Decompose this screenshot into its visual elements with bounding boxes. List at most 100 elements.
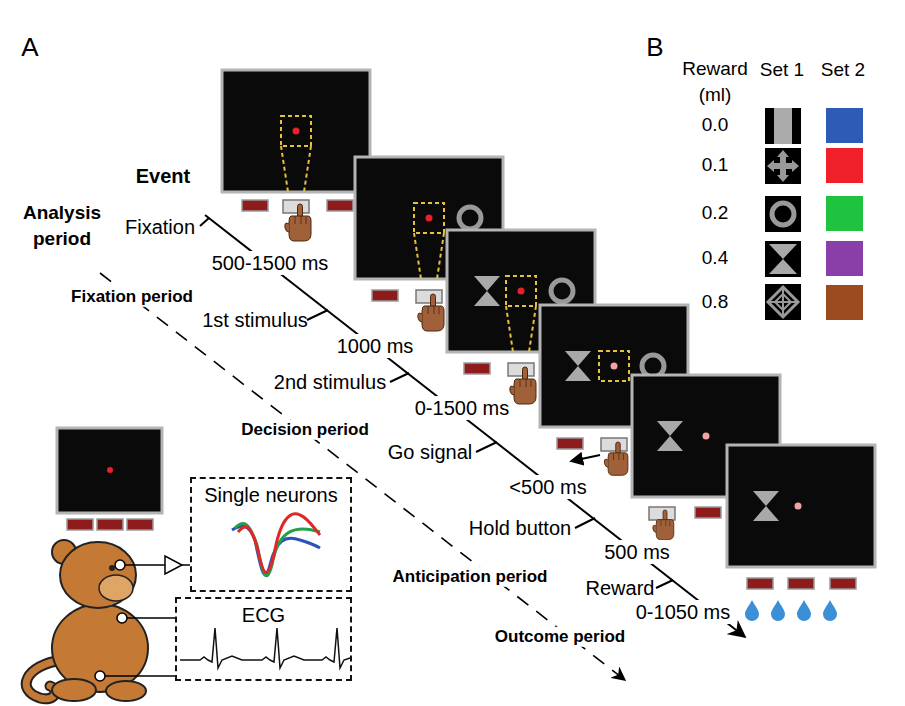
response-buttons [649,507,675,520]
axis-title: Analysis period [15,200,110,251]
response-buttons [653,510,674,540]
duration-label: <500 ms [506,475,589,499]
task-screen [474,276,500,306]
stimulus-icon [768,287,798,317]
period-label: Fixation period [68,287,196,307]
response-buttons [327,200,353,211]
period-label: Outcome period [492,627,628,647]
stimulus-icon [769,244,797,274]
task-screen [703,433,710,440]
task-screen [222,70,370,192]
response-buttons [747,578,856,589]
period-label: Anticipation period [390,567,551,587]
monkey-illustration [127,617,175,619]
task-screen [97,519,123,530]
box-title: Single neurons [192,483,350,507]
response-buttons [695,507,721,518]
color-swatch [826,285,863,320]
stimulus-icon [765,108,801,144]
task-screen [107,467,113,473]
duration-label: 0-1050 ms [633,600,734,624]
response-buttons [830,578,856,589]
column-header: Reward (ml) [678,56,753,107]
task-screen [414,203,444,233]
monkey-illustration [165,556,182,574]
spike-waveforms [238,514,320,573]
column-header: Set 2 [821,59,865,82]
ecg-trace [180,628,350,668]
task-screen [551,280,573,302]
monkey-illustration [106,681,146,701]
event-timeline [200,218,209,226]
task-screen [222,70,370,192]
task-screen [459,207,481,229]
response-buttons [557,438,583,449]
stimulus-icon [765,284,801,320]
stimulus-icon [765,148,801,184]
panel-letter: A [21,32,38,63]
task-screen [727,445,875,567]
stimulus-icon [792,108,801,144]
monkey-illustration [182,564,190,566]
event-timeline [575,518,595,528]
task-screen [529,306,536,352]
water-drops [745,600,759,621]
recording-box: ECG [175,597,352,681]
legend-label: 0.1 [702,154,728,176]
task-screen [281,116,311,146]
response-buttons [283,200,309,213]
event-timeline [307,310,328,320]
axis-title: Event [136,164,190,188]
duration-label: 0-1500 ms [412,396,513,420]
task-screen [518,288,525,295]
task-screen [657,421,683,451]
color-swatch [826,148,863,183]
event-label: 2nd stimulus [274,370,386,394]
response-buttons [242,200,268,211]
ecg-trace [180,628,350,668]
task-screen [795,503,802,510]
task-screen [57,428,162,513]
duration-label: 1000 ms [334,334,417,358]
stimulus-icon [767,150,799,182]
event-label: Fixation [125,215,195,239]
monkey-illustration [95,671,105,681]
task-screen [414,233,421,279]
event-timeline [205,215,745,637]
task-screen [565,351,591,381]
monkey-illustration [115,560,125,570]
task-screen [67,519,93,530]
recording-box: Single neurons [190,477,352,592]
task-screen [57,428,162,530]
duration-label: 500 ms [601,540,673,564]
column-header: Set 1 [760,59,804,82]
event-label: Reward [586,576,655,600]
response-buttons [747,578,773,589]
spike-waveforms [235,523,320,575]
response-buttons [649,507,721,540]
task-screen [753,491,779,521]
stimulus-icon [772,203,794,225]
water-drops [797,600,811,621]
event-timeline [390,373,409,382]
response-buttons [572,455,600,461]
response-buttons [510,367,536,404]
event-timeline [656,580,673,588]
legend-label: 0.8 [702,291,728,313]
monkey-illustration [117,613,127,623]
spike-waveforms [232,514,320,576]
task-screen [506,276,536,306]
legend-label: 0.0 [702,114,728,136]
task-screen [293,128,300,135]
stimulus-icon [765,241,801,277]
stimulus-icon [765,108,774,144]
event-label: 1st stimulus [202,308,308,332]
monkey-illustration [26,540,190,701]
event-timeline [200,215,745,637]
response-buttons [604,442,628,475]
color-swatch [826,241,863,276]
response-buttons [464,363,490,374]
